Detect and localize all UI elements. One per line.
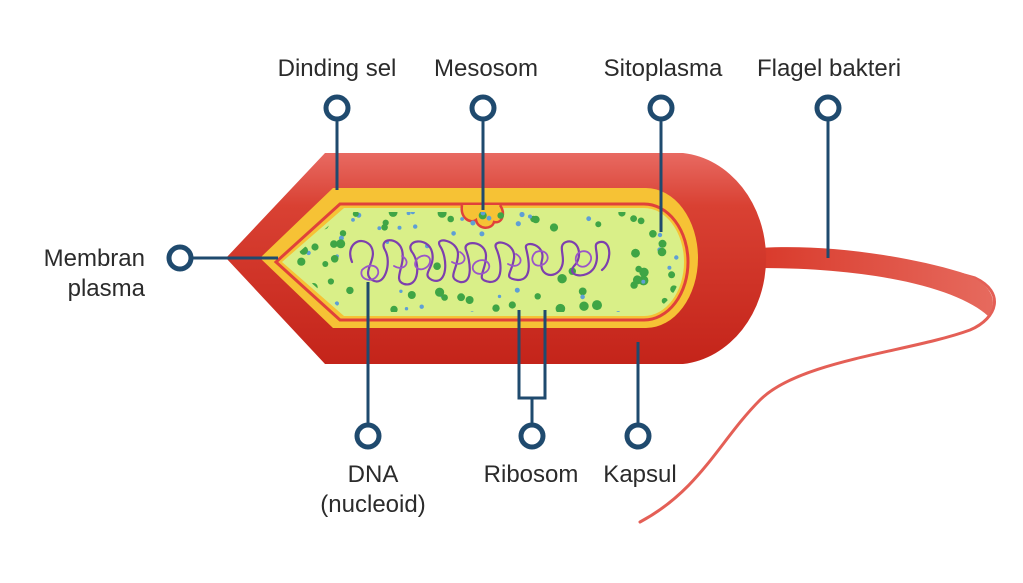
ribosome-dot [497,212,505,219]
ribosome-dot [578,287,587,296]
ribosome-dot [492,304,500,312]
ribosome-dot [297,257,306,266]
marker-dna [354,422,382,450]
granule-dot [667,265,672,270]
ribosome-dot [649,230,657,238]
granule-dot [404,307,409,311]
granule-dot [406,212,411,216]
ribosome-dot [557,274,567,284]
ribosome-dot [311,243,319,251]
ribosome-dot [508,301,516,309]
ribosome-dot [632,275,642,285]
granule-dot [334,301,339,306]
ribosome-dot [330,240,338,248]
granule-dot [657,232,663,238]
dna-nucleoid [349,239,611,286]
ribosome-dot [433,262,441,271]
label-kapsul: Kapsul [603,461,677,488]
label-dinding-sel: Dinding sel [277,55,397,82]
marker-mesosom [469,94,497,122]
marker-membran [166,244,194,272]
granule-dot [528,214,532,219]
granule-dot [351,218,355,222]
ribosome-dot [549,223,559,232]
pointer-lines [180,108,830,436]
ribosome-dot [346,286,354,295]
flagellum-base [760,247,993,316]
ribosome-dot [637,217,645,225]
marker-ribosom [518,422,546,450]
ribosome-dot [381,224,388,231]
ribosome-dot [390,305,398,312]
ribosome-dot [631,248,640,258]
ribosome-dot [457,293,465,302]
granule-dot [410,212,415,215]
ribosome-dot [447,215,455,223]
granule-dot [641,279,646,284]
ribosome-dot [388,212,398,217]
granule-dot [419,304,424,309]
label-dna-line1: DNA [347,461,399,488]
ribosome-dot [352,212,359,217]
ribosome-dot [435,287,445,297]
ribosome-dot [668,271,676,279]
label-membran-line2: plasma [67,275,145,302]
ribosome-dot [579,301,589,311]
marker-sitoplasma [647,94,675,122]
ribosome-dot [534,293,541,300]
granule-dot [519,212,525,218]
ribosome-dot [532,215,540,224]
ribosome-dot [336,239,346,249]
granule-dot [397,225,402,230]
ribosome-dot [592,300,602,311]
marker-kapsul [624,422,652,450]
granule-dot [486,215,492,221]
ribosome-dot [630,215,637,223]
granule-dot [451,231,456,236]
ribosome-dot [407,291,416,299]
granule-dot [479,231,485,237]
granule-dot [377,226,382,231]
label-dna-line2: (nucleoid) [320,491,426,518]
marker-dinding-sel [323,94,351,122]
ribosome-dot [555,303,566,312]
granule-dot [586,216,592,222]
label-mesosom: Mesosom [433,55,539,82]
ribosome-dot [322,261,329,267]
ribosome-dot [339,230,347,237]
granule-dot [514,287,520,293]
ribosome-dot [441,294,448,301]
granule-dot [399,289,403,293]
label-membran-line1: Membran [43,245,145,272]
label-sitoplasma: Sitoplasma [603,55,723,82]
ribosome-dot [465,296,474,304]
granule-dot [674,255,679,260]
granule-dot [413,224,418,229]
marker-flagel [814,94,842,122]
granule-dot [515,221,521,227]
ribosome-dot [658,239,667,248]
label-dna-nucleoid: DNA (nucleoid) [320,460,425,520]
granule-dot [470,220,476,226]
granule-dot [580,294,585,300]
ribosome-dot [330,254,339,263]
pointer-markers [166,94,842,450]
ribosome-dot [327,278,334,285]
label-membran-plasma: Membran plasma [44,244,145,304]
ribosome-dot [618,212,626,217]
label-flagel: Flagel bakteri [756,55,902,82]
dna-nucleoid-loops [360,250,593,281]
ribosome-dot [657,247,667,257]
granule-dot [460,217,464,221]
ribosome-dot [635,265,642,273]
granule-dot [497,294,502,299]
ribosome-dot [595,221,602,228]
label-ribosom: Ribosom [483,461,579,488]
granule-dot [480,212,486,216]
ribosome-dot [437,212,447,218]
